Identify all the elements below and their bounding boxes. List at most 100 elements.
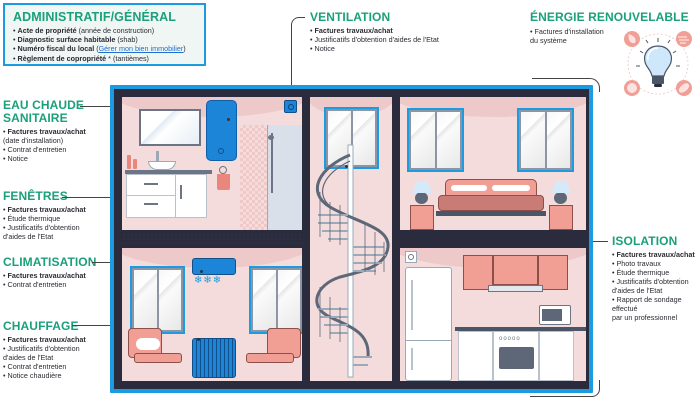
sun-icon <box>624 80 640 96</box>
eau-chaude-item: Contrat d'entretien <box>3 145 86 154</box>
wind-icon <box>676 31 692 47</box>
energie-item-cont: du système <box>530 36 567 45</box>
leaf-icon <box>676 80 692 96</box>
isolation-item-cont: d'aides de l'Etat <box>612 286 663 295</box>
energie-item: Factures d'installation <box>530 27 689 36</box>
isolation-title: ISOLATION <box>612 234 678 248</box>
microwave <box>539 305 571 325</box>
fridge <box>405 267 452 381</box>
room-stairwell <box>310 97 392 381</box>
connector-dot <box>345 165 348 168</box>
shower-cabin <box>267 125 302 230</box>
ventilation-item: Factures travaux/achat <box>310 26 439 35</box>
eau-chaude-item-cont: (date d'installation) <box>3 136 64 145</box>
room-bathroom <box>122 97 302 230</box>
ventilation-unit <box>284 100 297 113</box>
admin-item-acte: Acte de propriété (année de construction… <box>13 26 196 35</box>
nightstand-right <box>549 205 573 230</box>
bedroom-window-left <box>407 108 464 172</box>
nightstand-left <box>410 205 434 230</box>
chauffage-item: Factures travaux/achat <box>3 335 86 344</box>
admin-item-reglement: Règlement de copropriété * (tantièmes) <box>13 54 196 63</box>
sink-basin <box>148 161 176 170</box>
armchair-right-seat <box>246 353 294 363</box>
isolation-item-cont: effectué <box>612 304 638 313</box>
climatisation-item: Factures travaux/achat <box>3 271 97 280</box>
fenetres-item: Factures travaux/achat <box>3 205 86 214</box>
admin-item-diagnostic: Diagnostic surface habitable (shab) <box>13 35 196 44</box>
water-drop-icon <box>624 31 640 47</box>
mirror <box>139 109 201 146</box>
isolation-item: Étude thermique <box>612 268 695 277</box>
shower-tiles <box>240 125 270 230</box>
eau-chaude-item: Notice <box>3 154 86 163</box>
isolation-bottom-connector <box>530 380 600 397</box>
countertop <box>455 327 586 331</box>
lamp-shade-right <box>551 181 571 193</box>
chauffage-title: CHAUFFAGE <box>3 319 79 333</box>
floor-slab <box>122 233 302 245</box>
chauffage-item: Notice chaudière <box>3 371 86 380</box>
living-window-left <box>130 266 185 334</box>
admin-general-panel: ADMINISTRATIF/GÉNÉRAL Acte de propriété … <box>3 3 206 66</box>
fenetres-item: Justificatifs d'obtention <box>3 223 86 232</box>
pillow <box>492 185 530 191</box>
renewable-energy-illustration <box>618 26 698 102</box>
lotion-bottle <box>133 159 137 169</box>
climatisation-label: CLIMATISATION Factures travaux/achat Con… <box>3 255 97 290</box>
climatisation-title: CLIMATISATION <box>3 255 97 269</box>
isolation-item: Justificatifs d'obtention <box>612 277 695 286</box>
cushion <box>136 338 160 350</box>
climatisation-item: Contrat d'entretien <box>3 280 97 289</box>
oven: ooooo <box>493 331 539 381</box>
towel-ring <box>219 166 227 174</box>
room-kitchen: ooooo <box>400 248 586 381</box>
lower-drawers-left <box>458 331 493 381</box>
room-bedroom <box>400 97 586 230</box>
connector-dot <box>200 270 203 273</box>
soap-bottle <box>127 155 131 169</box>
vanity-cabinet <box>126 174 207 218</box>
towel <box>217 174 230 190</box>
lamp-base-left <box>415 192 428 204</box>
lower-drawers-right <box>539 331 574 381</box>
gerer-bien-link[interactable]: Gérer mon bien immobilier <box>98 44 184 54</box>
energie-title: ÉNERGIE RENOUVELABLE <box>530 10 689 24</box>
lightbulb-icon <box>636 38 680 87</box>
admin-title: ADMINISTRATIF/GÉNÉRAL <box>13 10 176 24</box>
isolation-connector <box>590 241 608 242</box>
fenetres-item-cont: d'aides de l'Etat <box>3 232 54 241</box>
lamp-base-right <box>554 192 567 204</box>
admin-item-numero-fiscal: Numéro fiscal du local (Gérer mon bien i… <box>13 44 196 53</box>
snowflake-icon: ❄❄❄ <box>194 275 223 286</box>
chauffage-item: Justificatifs d'obtention <box>3 344 86 353</box>
pillow <box>451 185 487 191</box>
isolation-label: ISOLATION Factures travaux/achat Photo t… <box>612 234 695 323</box>
upper-cabinet <box>463 255 493 290</box>
air-conditioner <box>192 258 236 275</box>
connector-dot <box>197 338 200 341</box>
room-living: ❄❄❄ <box>122 248 302 381</box>
ventilation-item: Justificatifs d'obtention d'aides de l'E… <box>310 35 439 44</box>
eau-chaude-item: Factures travaux/achat <box>3 127 86 136</box>
faucet <box>156 151 159 161</box>
bedroom-window-right <box>517 108 574 172</box>
isolation-item-cont: par un professionnel <box>612 313 678 322</box>
chauffage-label: CHAUFFAGE Factures travaux/achat Justifi… <box>3 319 86 381</box>
fenetres-label: FENÊTRES Factures travaux/achat Étude th… <box>3 189 86 242</box>
ventilation-connector <box>291 17 305 101</box>
ventilation-item: Notice <box>310 44 439 53</box>
spiral-staircase <box>315 144 390 378</box>
isolation-item: Factures travaux/achat <box>612 250 695 259</box>
fenetres-title: FENÊTRES <box>3 189 68 203</box>
upper-cabinet <box>493 255 538 285</box>
living-window-right <box>249 266 302 334</box>
ventilation-label: VENTILATION Factures travaux/achat Justi… <box>310 11 439 54</box>
range-hood <box>488 285 543 292</box>
extractor-fan <box>405 251 417 263</box>
chauffage-item-cont: d'aides de l'Etat <box>3 353 54 362</box>
isolation-item: Rapport de sondage <box>612 295 695 304</box>
chauffage-item: Contrat d'entretien <box>3 362 86 371</box>
fenetres-item: Étude thermique <box>3 214 86 223</box>
